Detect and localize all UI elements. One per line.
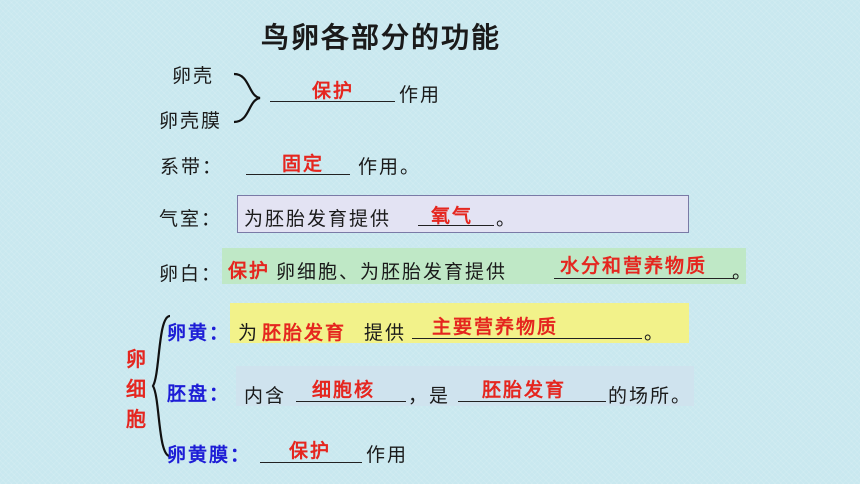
yolk-box	[230, 303, 689, 343]
yolk-membrane-answer: 保护	[289, 440, 332, 462]
egg-cell-label-2: 细	[126, 377, 148, 401]
shell-answer-blank	[270, 101, 395, 102]
air-cell-answer-blank	[418, 225, 494, 226]
chalaza-answer-blank	[246, 174, 350, 175]
yolk-label: 卵黄：	[167, 322, 231, 344]
blastodisc-suffix: 的场所。	[608, 385, 693, 407]
shell-membrane-label: 卵壳膜	[159, 110, 223, 132]
egg-cell-label-3: 胞	[126, 407, 148, 431]
air-cell-answer: 氧气	[431, 205, 474, 227]
shell-suffix: 作用	[399, 84, 442, 106]
blastodisc-prefix: 内含	[244, 385, 287, 407]
egg-cell-label-1: 卵	[126, 347, 148, 371]
yolk-suffix: 。	[644, 322, 666, 344]
albumen-suffix: 。	[732, 261, 754, 283]
yolk-membrane-suffix: 作用	[366, 444, 409, 466]
chalaza-answer: 固定	[282, 153, 325, 175]
albumen-answer-water: 水分和营养物质	[560, 255, 708, 277]
blastodisc-answer-embryo: 胚胎发育	[482, 379, 567, 401]
albumen-answer-protect: 保护	[228, 260, 271, 282]
egg-cell-brace	[151, 314, 171, 458]
blastodisc-middle: ，是	[408, 385, 451, 407]
blastodisc-answer1-blank	[296, 401, 406, 402]
yolk-answer-nutrients: 主要营养物质	[432, 316, 559, 338]
yolk-membrane-label: 卵黄膜：	[167, 444, 252, 466]
shell-answer: 保护	[312, 80, 355, 102]
air-cell-box	[237, 195, 689, 233]
air-cell-label: 气室：	[159, 208, 223, 230]
albumen-label: 卵白：	[159, 263, 223, 285]
blastodisc-answer2-blank	[458, 401, 606, 402]
yolk-prefix: 为	[238, 322, 260, 344]
yolk-answer-embryo: 胚胎发育	[262, 322, 347, 344]
yolk-answer-blank	[412, 338, 642, 339]
shell-label: 卵壳	[172, 65, 215, 87]
albumen-middle: 卵细胞、为胚胎发育提供	[276, 261, 508, 283]
blastodisc-answer-nucleus: 细胞核	[312, 379, 376, 401]
albumen-answer-blank	[554, 278, 734, 279]
chalaza-label: 系带：	[160, 156, 224, 178]
shell-brace	[233, 72, 261, 124]
air-cell-suffix: 。	[496, 208, 518, 230]
yolk-membrane-answer-blank	[260, 462, 362, 463]
blastodisc-box	[236, 366, 694, 406]
blastodisc-label: 胚盘：	[167, 383, 231, 405]
chalaza-suffix: 作用。	[358, 156, 422, 178]
air-cell-prefix: 为胚胎发育提供	[244, 208, 392, 230]
page-title: 鸟卵各部分的功能	[261, 21, 502, 54]
yolk-middle: 提供	[364, 322, 407, 344]
